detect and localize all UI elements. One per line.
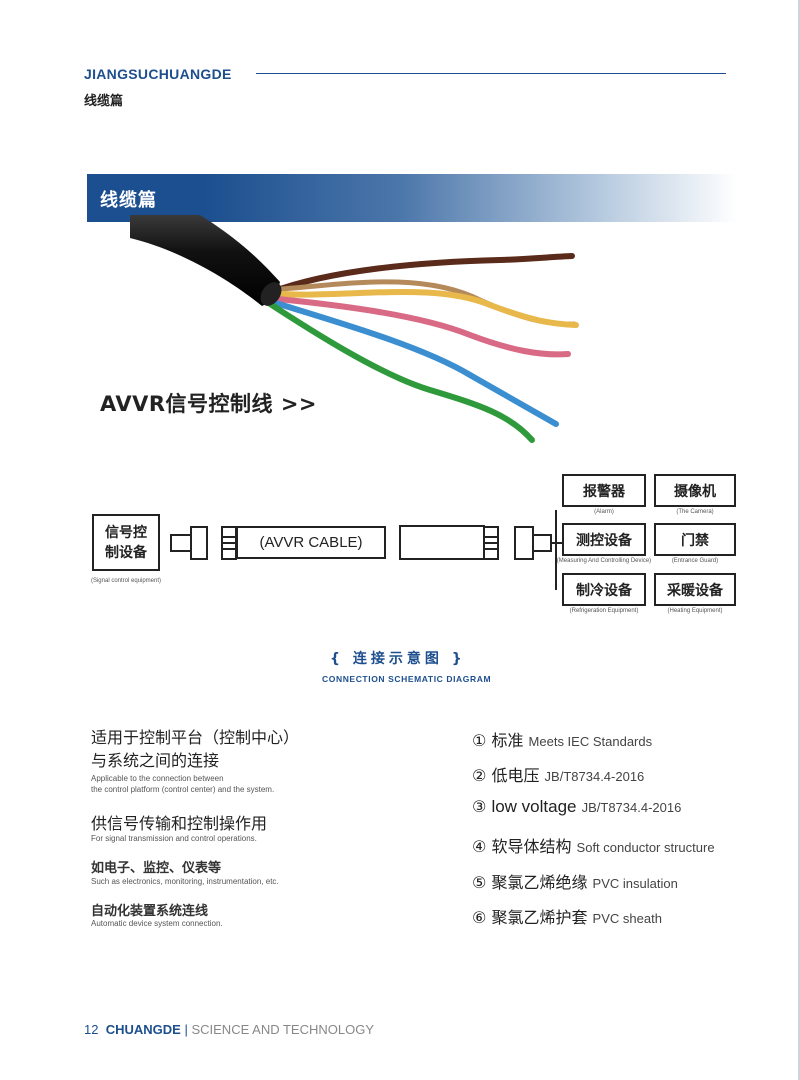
feature-en: PVC insulation	[592, 876, 678, 891]
feature-en: Soft conductor structure	[576, 840, 715, 855]
device-alarm-caption: (Alarm)	[594, 509, 614, 515]
source-caption: (Signal control equipment)	[90, 578, 162, 584]
header-rule	[256, 73, 726, 74]
page-footer: 12 CHUANGDE | SCIENCE AND TECHNOLOGY	[84, 1022, 374, 1037]
device-refrigeration: 制冷设备	[562, 573, 646, 606]
feature-number: ①	[472, 731, 487, 750]
feature-item: ⑥ 聚氯乙烯护套 PVC sheath	[472, 904, 662, 928]
source-box: 信号控 制设备	[92, 514, 160, 571]
feature-number: ④	[472, 837, 487, 856]
diagram-title: { 连接示意图 }	[330, 651, 466, 667]
application-3-zh: 如电子、监控、仪表等	[91, 861, 222, 876]
connector-graphics	[170, 510, 562, 590]
feature-en: PVC sheath	[592, 911, 662, 926]
page-number: 12	[84, 1022, 99, 1037]
device-refrigeration-caption: (Refrigeration Equipment)	[569, 608, 639, 614]
feature-zh: low voltage	[491, 797, 577, 816]
feature-number: ⑤	[472, 873, 487, 892]
footer-separator: |	[184, 1022, 188, 1037]
feature-number: ③	[472, 797, 487, 816]
feature-item: ④ 软导体结构 Soft conductor structure	[472, 833, 715, 857]
feature-zh: 标准	[491, 731, 524, 750]
application-4-zh: 自动化装置系统连线	[91, 904, 209, 919]
feature-number: ②	[472, 766, 487, 785]
feature-zh: 聚氯乙烯绝缘	[491, 873, 588, 892]
application-2-en: For signal transmission and control oper…	[91, 834, 257, 843]
feature-en: JB/T8734.4-2016	[581, 800, 682, 815]
feature-number: ⑥	[472, 908, 487, 927]
device-entrance-guard-caption: (Entrance Guard)	[671, 558, 719, 564]
feature-item: ① 标准 Meets IEC Standards	[472, 727, 652, 751]
cable-illustration	[130, 215, 579, 443]
footer-brand: CHUANGDE	[105, 1022, 181, 1037]
footer-tagline: SCIENCE AND TECHNOLOGY	[191, 1022, 374, 1037]
brand-name: JIANGSUCHUANGDE	[84, 66, 232, 82]
device-measuring: 测控设备	[562, 523, 646, 556]
section-label: 线缆篇	[84, 94, 124, 109]
feature-zh: 软导体结构	[491, 837, 572, 856]
device-measuring-caption: (Measuring And Controlling Device)	[556, 558, 652, 564]
feature-zh: 低电压	[491, 766, 540, 785]
application-4-en: Automatic device system connection.	[91, 919, 223, 928]
product-title: AVVR信号控制线 >>	[100, 392, 318, 416]
application-3-en: Such as electronics, monitoring, instrum…	[91, 877, 279, 886]
section-banner	[87, 174, 737, 222]
application-1-zh: 适用于控制平台（控制中心） 与系统之间的连接	[91, 728, 300, 770]
device-alarm: 报警器	[562, 474, 646, 507]
page-edge	[798, 0, 800, 1080]
feature-en: JB/T8734.4-2016	[544, 769, 645, 784]
diagram-subtitle: CONNECTION SCHEMATIC DIAGRAM	[322, 674, 492, 684]
application-2-zh: 供信号传输和控制操作用	[91, 814, 268, 833]
device-entrance-guard: 门禁	[654, 523, 736, 556]
feature-item: ⑤ 聚氯乙烯绝缘 PVC insulation	[472, 869, 678, 893]
device-camera-caption: (The Camera)	[676, 509, 714, 515]
device-heating-caption: (Heating Equipment)	[667, 608, 723, 614]
feature-zh: 聚氯乙烯护套	[491, 908, 588, 927]
cable-box: (AVVR CABLE)	[236, 526, 386, 559]
application-1-en: Applicable to the connection between the…	[91, 774, 275, 794]
feature-item: ③ low voltage JB/T8734.4-2016	[472, 797, 681, 817]
feature-en: Meets IEC Standards	[528, 734, 653, 749]
feature-item: ② 低电压 JB/T8734.4-2016	[472, 762, 644, 786]
banner-title: 线缆篇	[100, 190, 157, 211]
device-heating: 采暖设备	[654, 573, 736, 606]
device-camera: 摄像机	[654, 474, 736, 507]
